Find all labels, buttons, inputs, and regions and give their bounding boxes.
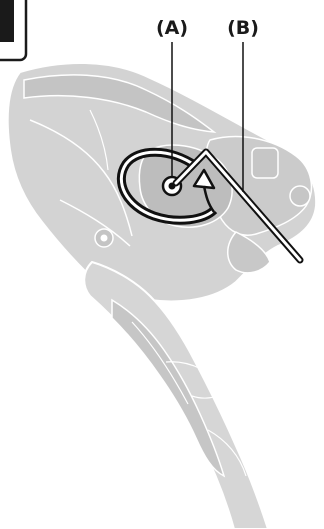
callout-a: (A) (156, 17, 188, 39)
corner-tab-icon (0, 0, 26, 60)
callout-b: (B) (227, 17, 259, 39)
lever-bracket (8, 63, 316, 301)
